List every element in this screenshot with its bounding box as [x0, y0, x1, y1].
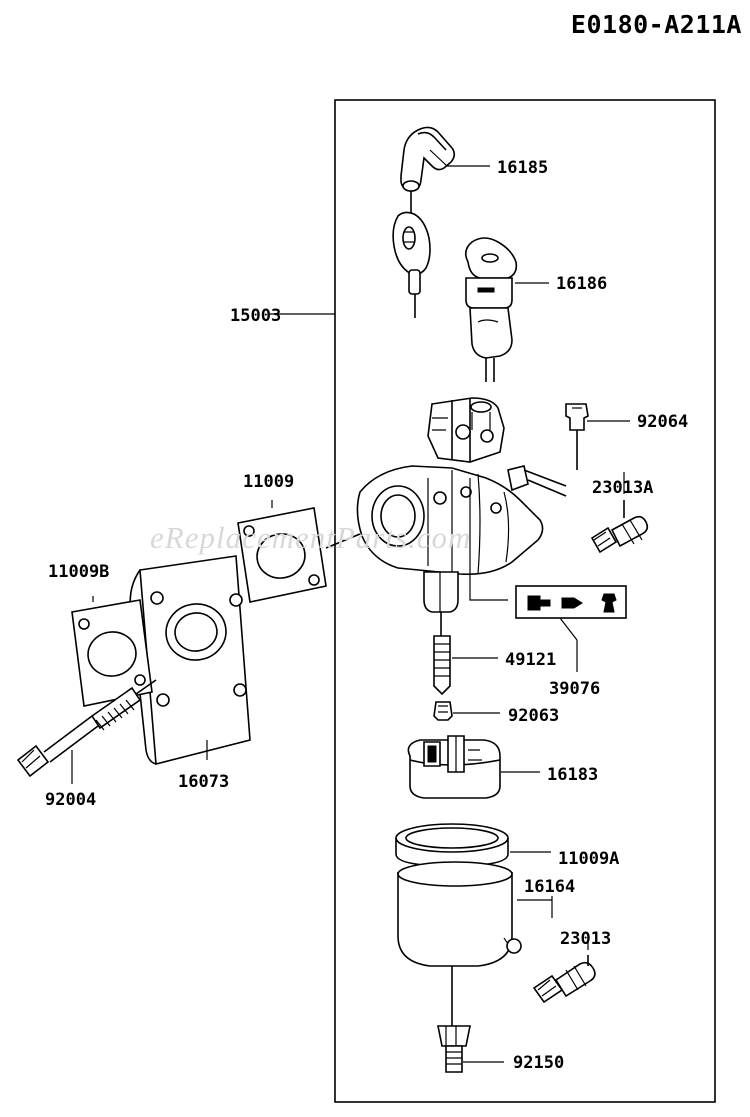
part-screw-23013a	[590, 500, 649, 554]
callout-label-16183: 16183	[547, 765, 599, 785]
diagram-frame	[334, 99, 716, 1103]
callout-label-39076: 39076	[549, 679, 601, 699]
callout-label-23013a: 23013A	[592, 478, 654, 498]
callout-label-92063: 92063	[508, 706, 560, 726]
part-screw-23013	[532, 955, 596, 1004]
part-throttle-lever	[464, 237, 549, 382]
part-carburetor-body	[270, 313, 567, 636]
part-main-jet-92063	[433, 701, 500, 721]
callout-label-11009: 11009	[243, 472, 295, 492]
callout-label-49121: 49121	[505, 650, 557, 670]
part-jet-92064	[565, 403, 630, 470]
part-jet-kit-39076	[469, 478, 627, 641]
callout-label-11009b: 11009B	[48, 562, 110, 582]
callout-label-16186: 16186	[556, 274, 608, 294]
callout-label-23013: 23013	[560, 929, 612, 949]
callout-label-11009a: 11009A	[558, 849, 620, 869]
part-gasket-11009	[237, 500, 361, 603]
part-bolt-92150	[437, 1025, 504, 1073]
callout-label-16185: 16185	[497, 158, 549, 178]
part-float-16183	[407, 735, 540, 799]
part-choke-lever	[392, 126, 490, 318]
callout-leaders	[551, 472, 625, 950]
part-insulator-16073	[129, 555, 251, 766]
part-gasket-ring-11009a	[395, 823, 551, 867]
callout-label-16164: 16164	[524, 877, 576, 897]
part-bolt-92004	[16, 679, 157, 784]
diagram-code-title: E0180-A211A	[570, 10, 742, 39]
part-float-bowl-16164	[397, 861, 552, 1026]
callout-label-92150: 92150	[513, 1053, 565, 1073]
callout-label-92004: 92004	[45, 790, 97, 810]
callout-label-92064: 92064	[637, 412, 689, 432]
callout-label-16073: 16073	[178, 772, 230, 792]
part-gasket-11009b	[71, 596, 153, 707]
callout-label-15003: 15003	[230, 306, 282, 326]
part-needle-jet-49121	[433, 635, 498, 696]
